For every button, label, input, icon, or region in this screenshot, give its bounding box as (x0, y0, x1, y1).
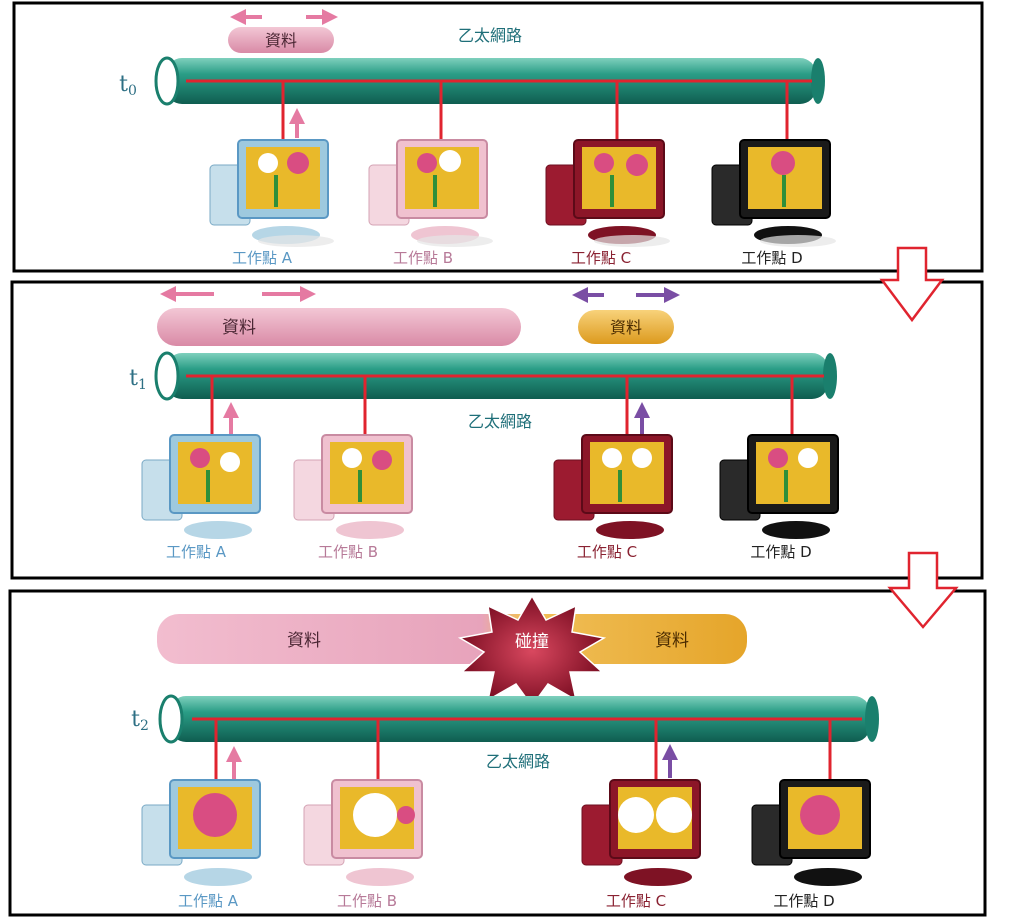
station-label-d: 工作點 D (773, 892, 834, 910)
panel-frame-t0 (12, 1, 984, 273)
station-label-d: 工作點 D (750, 543, 811, 561)
panel-t2: 資料 碰撞 資料 t2 乙太網路 (131, 594, 879, 910)
down-arrow-icon (879, 246, 945, 323)
cable-end (865, 696, 879, 742)
data-packet-label: 資料 (265, 31, 297, 50)
workstation-c (581, 779, 701, 886)
station-label-c: 工作點 C (571, 249, 631, 267)
data-packet-label: 資料 (287, 631, 321, 651)
workstation-c (553, 434, 673, 539)
data-packet-band (157, 614, 747, 664)
station-label-c: 工作點 C (606, 892, 666, 910)
station-label-b: 工作點 B (393, 249, 453, 267)
data-packet (157, 308, 521, 346)
time-label-t0: t0 (119, 72, 137, 99)
cable-opening (154, 351, 180, 401)
data-packet-label: 資料 (222, 318, 256, 338)
cable-end (811, 58, 825, 104)
panel-t1: 資料 資料 t1 乙太網路 (129, 286, 839, 561)
collision-label: 碰撞 (515, 632, 549, 652)
time-label-t2: t2 (131, 707, 149, 734)
station-label-a: 工作點 A (178, 892, 239, 910)
station-label-b: 工作點 B (318, 543, 378, 561)
network-label: 乙太網路 (458, 26, 522, 45)
data-packet (578, 310, 674, 344)
cable-opening (154, 56, 180, 106)
workstation-a (209, 139, 334, 247)
station-label-a: 工作點 A (232, 249, 293, 267)
station-label-d: 工作點 D (741, 249, 802, 267)
workstation-c (545, 139, 670, 247)
data-packet (228, 27, 334, 53)
data-packet-label: 資料 (655, 631, 689, 651)
time-label-t1: t1 (129, 366, 147, 393)
workstation-b (368, 139, 493, 247)
workstation-b (293, 434, 413, 539)
network-label: 乙太網路 (468, 412, 532, 431)
station-label-c: 工作點 C (577, 543, 637, 561)
workstation-a (141, 434, 261, 539)
down-arrow-icon (887, 551, 959, 629)
network-label: 乙太網路 (486, 752, 550, 771)
workstation-b (303, 779, 423, 886)
data-packet-label: 資料 (610, 318, 642, 337)
panel-t0: 資料 乙太網路 t0 (119, 9, 836, 267)
station-label-b: 工作點 B (337, 892, 397, 910)
station-label-a: 工作點 A (166, 543, 227, 561)
workstation-a (141, 779, 261, 886)
workstation-d (711, 139, 836, 247)
cable-end (823, 353, 837, 399)
workstation-d (719, 434, 839, 539)
workstation-d (751, 779, 871, 886)
cable-opening (158, 694, 184, 744)
